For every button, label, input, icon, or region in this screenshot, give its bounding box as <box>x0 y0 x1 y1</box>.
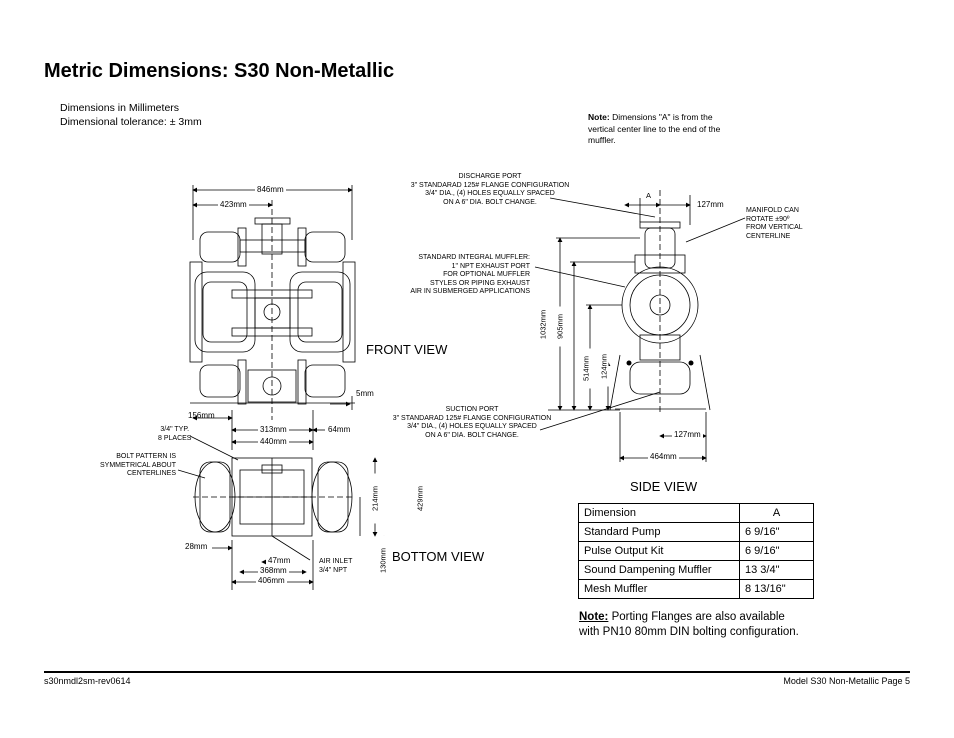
page-title: Metric Dimensions: S30 Non-Metallic <box>44 60 395 82</box>
dim-64: 64mm <box>328 425 351 434</box>
dim-127-top: 127mm <box>697 200 724 209</box>
side-view-drawing <box>534 190 746 462</box>
dim-47: 47mm <box>266 556 293 566</box>
table-header-dimension: Dimension <box>578 503 740 523</box>
table-header-row: Dimension A <box>578 503 814 523</box>
dim-214: 214mm <box>370 473 380 524</box>
front-view-drawing <box>189 185 356 450</box>
table-row: Pulse Output Kit 6 9/16" <box>578 541 814 561</box>
dim-514: 514mm <box>581 348 591 389</box>
footer-divider <box>44 671 910 673</box>
dim-156: 156mm <box>188 411 215 420</box>
note-text: Dimensions "A" is from the vertical cent… <box>588 112 721 145</box>
dim-846: 846mm <box>255 185 286 195</box>
dim-5: 5mm <box>356 389 374 398</box>
dim-130: 130mm <box>378 535 388 586</box>
table-row: Mesh Muffler 8 13/16" <box>578 579 814 599</box>
units-text: Dimensions in Millimeters <box>60 102 180 114</box>
dim-28: 28mm <box>185 542 208 551</box>
table-row: Sound Dampening Muffler 13 3/4" <box>578 560 814 580</box>
note-porting-flanges: Note: Porting Flanges are also available… <box>579 611 799 638</box>
dim-406: 406mm <box>256 576 287 586</box>
dimension-table: Dimension A Standard Pump 6 9/16" Pulse … <box>578 503 814 599</box>
footer-doc-id: s30nmdl2sm-rev0614 <box>44 676 131 686</box>
note-label: Note: <box>588 112 610 122</box>
muffler-label: STANDARD INTEGRAL MUFFLER: 1" NPT EXHAUS… <box>410 254 530 296</box>
discharge-port-label: DISCHARGE PORT 3" STANDARAD 125# FLANGE … <box>410 173 570 206</box>
dim-368: 368mm <box>258 566 289 576</box>
dimension-info: Dimensions in Millimeters Dimensional to… <box>60 101 202 129</box>
table-row: Standard Pump 6 9/16" <box>578 522 814 542</box>
dim-313: 313mm <box>258 425 289 435</box>
note-bottom-label: Note: <box>579 611 609 623</box>
holes-label: 3/4" TYP. 8 PLACES <box>158 426 192 442</box>
dim-423: 423mm <box>218 200 249 210</box>
dim-429: 429mm <box>415 473 425 524</box>
footer-page: Model S30 Non-Metallic Page 5 <box>783 676 910 686</box>
bottom-view-title: BOTTOM VIEW <box>392 549 485 564</box>
tolerance-text: Dimensional tolerance: ± 3mm <box>60 116 202 128</box>
dim-1032: 1032mm <box>538 299 548 350</box>
air-inlet-label: AIR INLET 3/4" NPT <box>319 558 353 574</box>
dim-127-bottom: 127mm <box>672 430 703 440</box>
suction-port-label: SUCTION PORT 3" STANDARAD 125# FLANGE CO… <box>392 406 552 439</box>
note-dimension-a: Note: Dimensions "A" is from the vertica… <box>588 112 738 147</box>
bolt-pattern-label: BOLT PATTERN IS SYMMETRICAL ABOUT CENTER… <box>100 453 176 478</box>
dim-440: 440mm <box>258 437 289 447</box>
table-header-a: A <box>739 503 814 523</box>
dim-124: 124mm <box>599 346 609 387</box>
side-view-title: SIDE VIEW <box>630 479 698 494</box>
dim-464: 464mm <box>648 452 679 462</box>
manifold-label: MANIFOLD CAN ROTATE ±90º FROM VERTICAL C… <box>746 207 803 240</box>
front-view-title: FRONT VIEW <box>366 342 448 357</box>
dim-905: 905mm <box>555 306 565 347</box>
dim-a: A <box>646 191 652 200</box>
